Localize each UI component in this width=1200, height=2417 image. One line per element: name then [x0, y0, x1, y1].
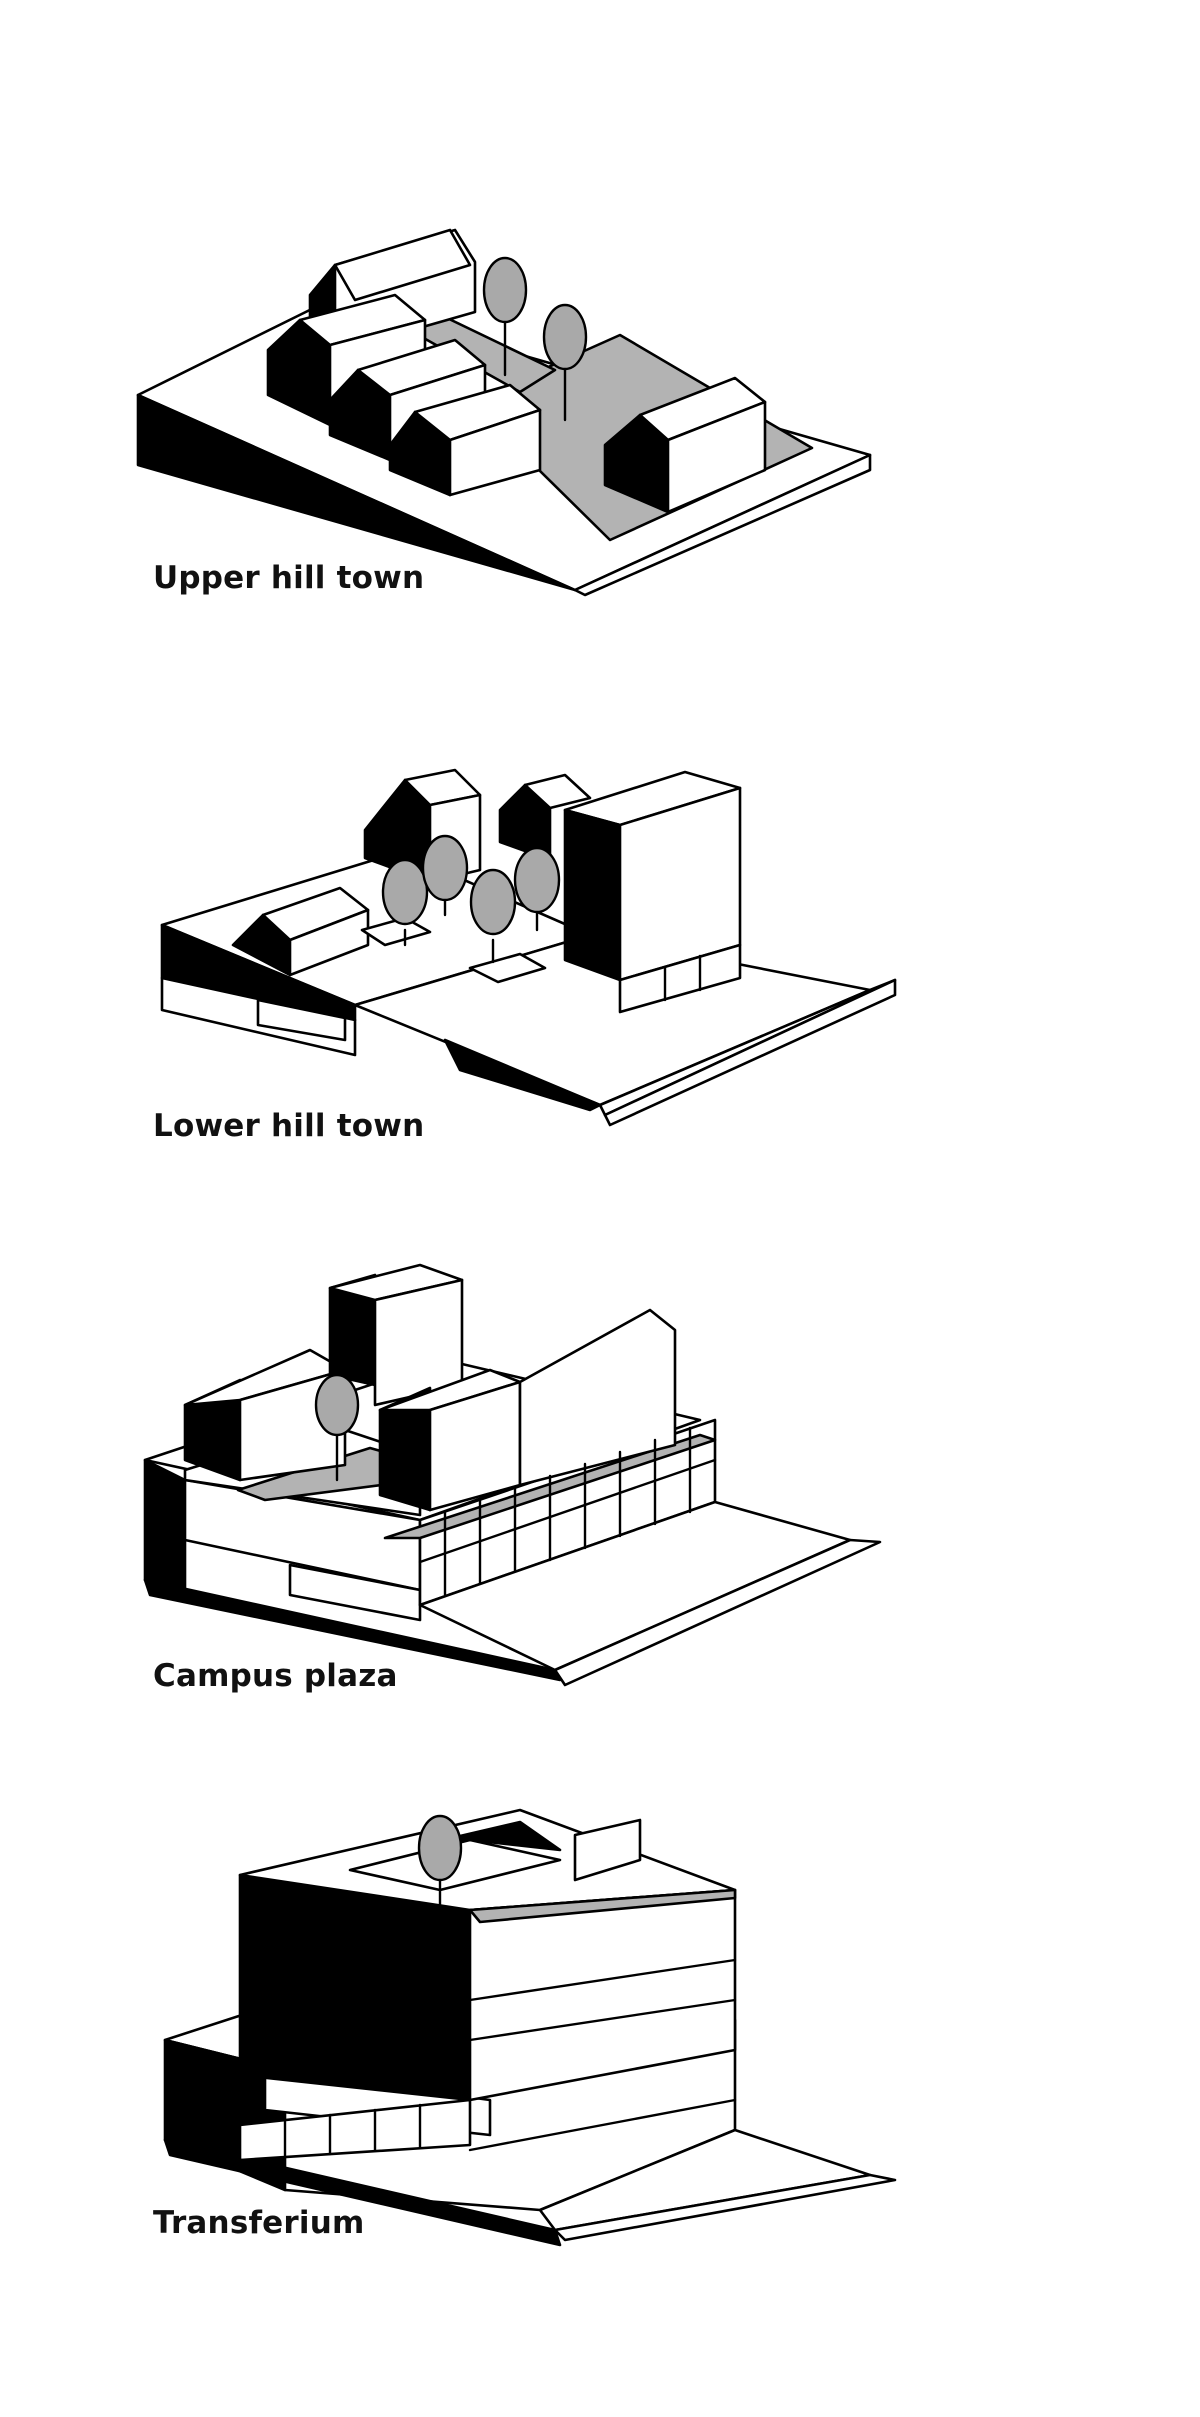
caption-transferium: Transferium [153, 2205, 365, 2241]
caption-lower-hill-town: Lower hill town [153, 1108, 425, 1144]
upper-hill-town-diagram [136, 228, 872, 597]
lower-hill-town-diagram [160, 768, 897, 1127]
campus-plaza-diagram [143, 1263, 882, 1687]
caption-upper-hill-town: Upper hill town [153, 560, 425, 596]
transferium-diagram [163, 1808, 897, 2247]
caption-campus-plaza: Campus plaza [153, 1658, 398, 1694]
